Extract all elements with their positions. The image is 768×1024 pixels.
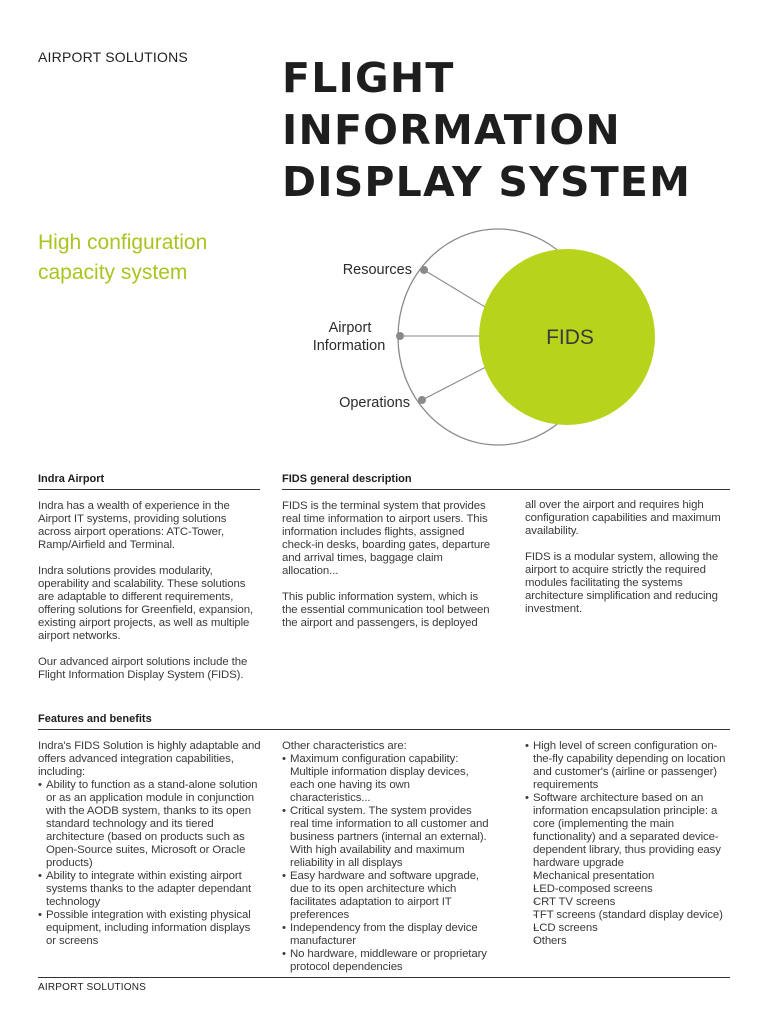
fids-desc-column-1: FIDS is the terminal system that provide…: [282, 500, 492, 643]
paragraph: Indra has a wealth of experience in the …: [38, 500, 230, 551]
paragraph: This public information system, which is…: [282, 591, 490, 629]
heading-features-benefits: Features and benefits: [38, 713, 152, 725]
label-airport-line1: Airport: [329, 320, 372, 336]
subtitle-line: capacity system: [38, 261, 188, 284]
characteristics-list: Maximum configuration capability: Multip…: [282, 753, 492, 974]
heading-indra-airport: Indra Airport: [38, 473, 105, 485]
paragraph: Indra solutions provides modularity, ope…: [38, 565, 254, 642]
list-item: Maximum configuration capability: Multip…: [282, 753, 492, 805]
paragraph: FIDS is the terminal system that provide…: [282, 500, 491, 577]
title-line: FLIGHT: [282, 54, 455, 102]
label-resources: Resources: [343, 262, 412, 278]
features-column-3: High level of screen configuration on-th…: [525, 740, 733, 948]
characteristics-list: High level of screen configuration on-th…: [525, 740, 733, 948]
section-kicker: AIRPORT SOLUTIONS: [38, 49, 188, 65]
node-resources: [420, 266, 428, 274]
features-column-2: Other characteristics are: Maximum confi…: [282, 740, 492, 974]
intro-text: Other characteristics are:: [282, 740, 407, 752]
list-item: No hardware, middleware or proprietary p…: [282, 948, 492, 974]
heading-fids-description: FIDS general description: [282, 473, 412, 485]
list-item: Possible integration with existing physi…: [38, 909, 262, 948]
list-item: Independency from the display device man…: [282, 922, 492, 948]
list-item: Easy hardware and software upgrade, due …: [282, 870, 492, 922]
paragraph: all over the airport and requires high c…: [525, 499, 721, 537]
list-item: High level of screen configuration on-th…: [525, 740, 733, 792]
sub-list-item: LCD screens: [533, 922, 733, 935]
intro-text: Indra's FIDS Solution is highly adaptabl…: [38, 740, 261, 778]
list-item: Ability to integrate within existing air…: [38, 870, 262, 909]
fids-desc-column-2: all over the airport and requires high c…: [525, 499, 725, 629]
divider: [38, 729, 730, 730]
paragraph: Our advanced airport solutions include t…: [38, 656, 248, 681]
list-item: Ability to function as a stand-alone sol…: [38, 779, 262, 870]
node-operations: [418, 396, 426, 404]
features-column-1: Indra's FIDS Solution is highly adaptabl…: [38, 740, 262, 948]
sub-list-item: Mechanical presentation: [533, 870, 733, 883]
title-line: INFORMATION: [282, 106, 621, 154]
sub-list-item: TFT screens (standard display device): [533, 909, 733, 922]
feature-list: Ability to function as a stand-alone sol…: [38, 779, 262, 948]
title-line: DISPLAY SYSTEM: [282, 158, 692, 206]
paragraph: FIDS is a modular system, allowing the a…: [525, 551, 719, 615]
fids-circle: [479, 249, 655, 425]
sub-list-item: CRT TV screens: [533, 896, 733, 909]
label-operations: Operations: [339, 395, 410, 411]
fids-diagram: Resources Airport Information Operations…: [313, 228, 655, 446]
list-item-text: Software architecture based on an inform…: [533, 792, 721, 869]
subtitle-line: High configuration: [38, 231, 208, 254]
sub-list-item: Others: [533, 935, 733, 948]
divider: [282, 489, 730, 490]
label-airport-line2: Information: [313, 338, 386, 354]
subtitle: High configuration capacity system: [38, 228, 207, 288]
node-airport-information: [396, 332, 404, 340]
list-item: Critical system. The system provides rea…: [282, 805, 492, 870]
page-title: FLIGHT INFORMATION DISPLAY SYSTEM: [282, 52, 691, 208]
sub-list-item: LED-composed screens: [533, 883, 733, 896]
footer-divider: [38, 977, 730, 978]
divider: [38, 489, 260, 490]
list-item: Software architecture based on an inform…: [525, 792, 733, 948]
fids-center-label: FIDS: [546, 326, 594, 349]
indra-column: Indra has a wealth of experience in the …: [38, 500, 254, 695]
screen-type-list: Mechanical presentation LED-composed scr…: [533, 870, 733, 948]
footer-text: AIRPORT SOLUTIONS: [38, 982, 147, 993]
